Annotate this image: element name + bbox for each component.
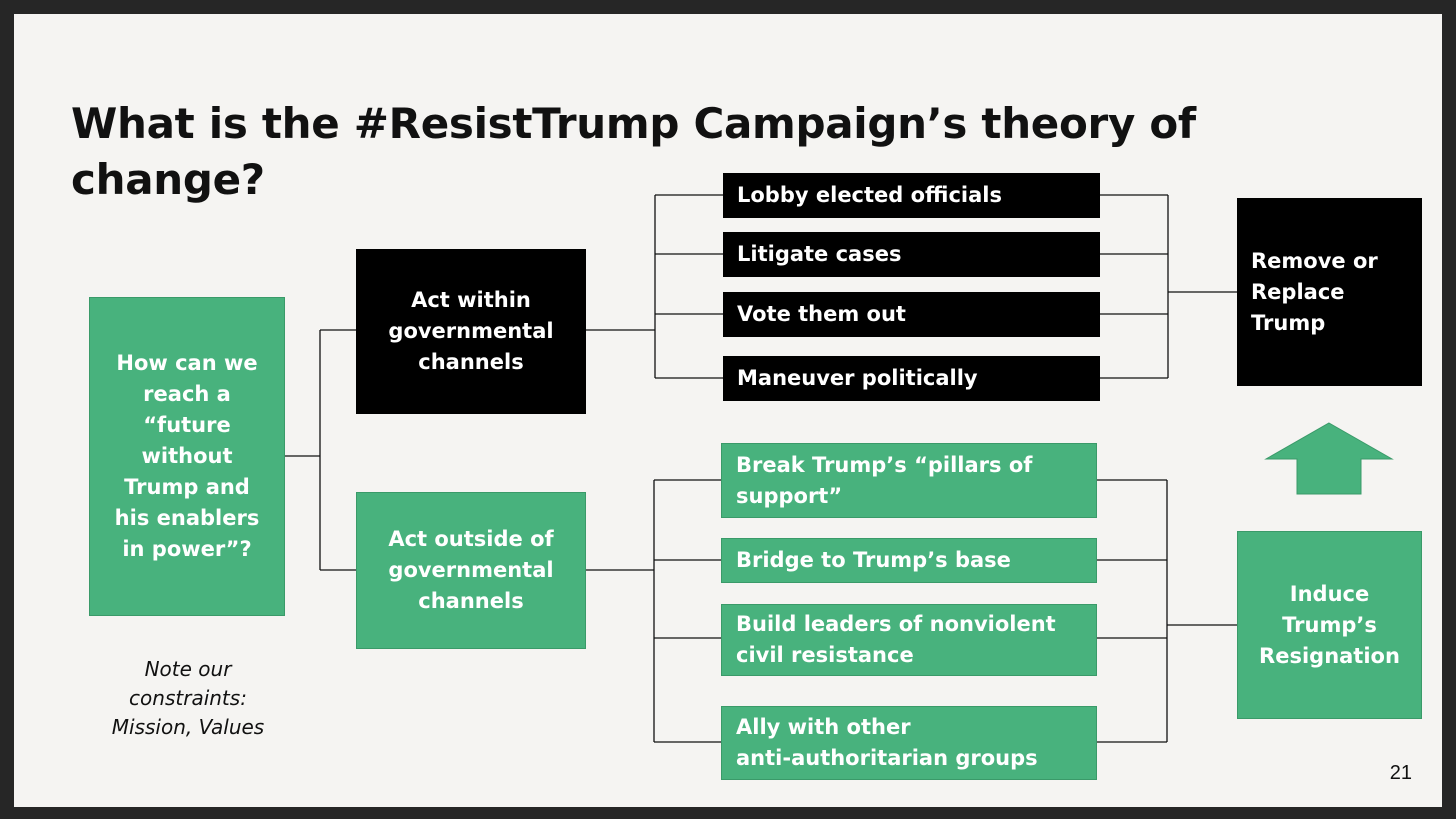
branch-outside-box: Act outside of governmental channels	[356, 492, 586, 649]
action-bridge-box: Bridge to Trump’s base	[721, 538, 1097, 583]
outcome-resign-label: Induce Trump’s Resignation	[1259, 581, 1400, 668]
action-maneuver-box: Maneuver politically	[723, 356, 1100, 401]
action-ally-box: Ally with other anti-authoritarian group…	[721, 706, 1097, 780]
slide-title: What is the #ResistTrump Campaign’s theo…	[71, 99, 1196, 204]
action-build-leaders-label: Build leaders of nonviolent civil resist…	[736, 612, 1056, 667]
action-lobby-label: Lobby elected officials	[737, 183, 1002, 207]
action-pillars-box: Break Trump’s “pillars of support”	[721, 443, 1097, 518]
action-ally-label: Ally with other anti-authoritarian group…	[736, 715, 1038, 770]
action-vote-box: Vote them out	[723, 292, 1100, 337]
action-maneuver-label: Maneuver politically	[737, 366, 978, 390]
page-number: 21	[1389, 762, 1412, 784]
action-lobby-box: Lobby elected officials	[723, 173, 1100, 218]
outcome-remove-box: Remove or Replace Trump	[1237, 198, 1422, 386]
outcome-resign-box: Induce Trump’s Resignation	[1237, 531, 1422, 719]
action-litigate-box: Litigate cases	[723, 232, 1100, 277]
action-pillars-label: Break Trump’s “pillars of support”	[736, 452, 1033, 508]
root-question-box: How can we reach a “future without Trump…	[89, 297, 285, 616]
action-litigate-label: Litigate cases	[737, 242, 902, 266]
branch-outside-label: Act outside of governmental channels	[388, 527, 554, 613]
outcome-remove-label: Remove or Replace Trump	[1251, 248, 1378, 335]
up-arrow-icon	[1264, 422, 1394, 495]
branch-within-box: Act within governmental channels	[356, 249, 586, 414]
action-vote-label: Vote them out	[737, 302, 906, 326]
constraints-note: Note our constraints: Mission, Values	[111, 657, 265, 739]
branch-within-label: Act within governmental channels	[388, 288, 554, 374]
action-bridge-label: Bridge to Trump’s base	[736, 548, 1011, 572]
root-question: How can we reach a “future without Trump…	[114, 351, 260, 561]
action-build-leaders-box: Build leaders of nonviolent civil resist…	[721, 604, 1097, 676]
